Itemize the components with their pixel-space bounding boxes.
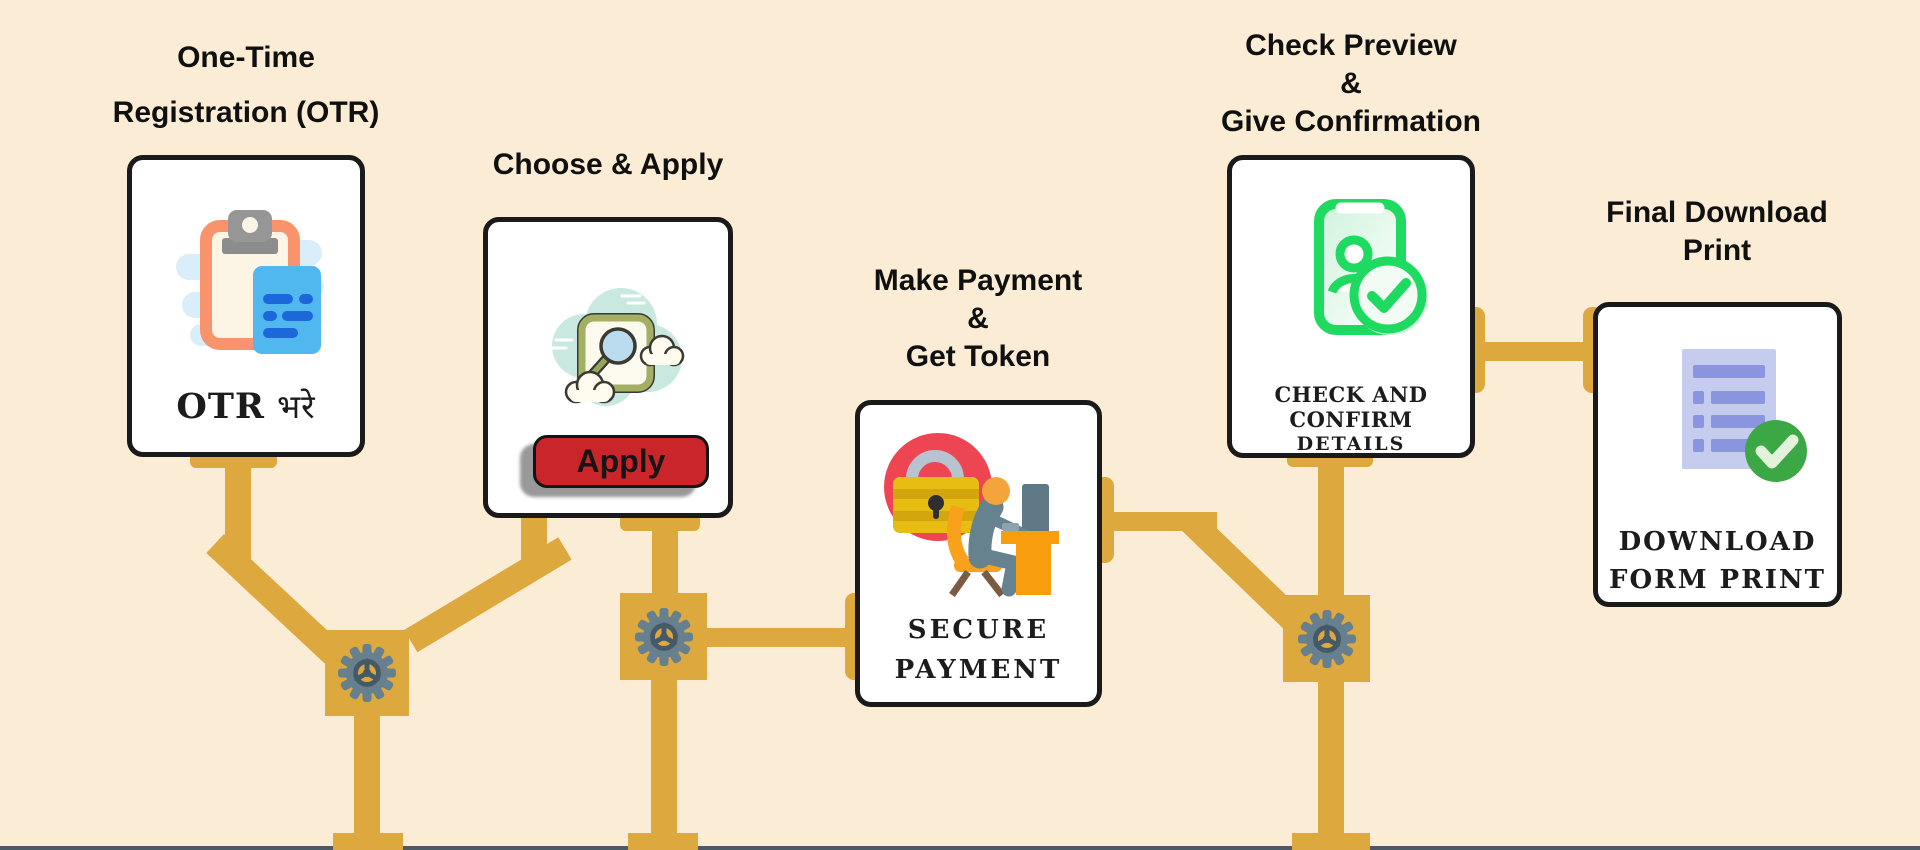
card5-caption: DOWNLOAD FORM PRINT: [1609, 527, 1826, 595]
card4-caption: CHECK AND CONFIRM DETAILS: [1274, 382, 1428, 455]
secure-payment-icon: [880, 429, 1060, 604]
step2-title: Choose & Apply: [492, 148, 724, 181]
pipe-card4-card5: [1480, 342, 1598, 361]
step5-title: Final Download Print: [1606, 196, 1828, 267]
bottom-edge-strip: [0, 846, 1920, 850]
gear-junction-3: [1283, 595, 1370, 682]
card-choose-apply: Apply: [483, 217, 733, 518]
apply-button[interactable]: Apply: [533, 435, 709, 488]
gear-icon: [338, 644, 396, 702]
search-cloud-icon: [526, 274, 696, 429]
pipe-gear2-down: [651, 678, 677, 835]
card1-caption: OTR भरे: [132, 383, 360, 428]
caption-bhare: भरे: [276, 387, 316, 426]
pipe-gear1-down: [354, 714, 380, 836]
pipe-foot-2: [628, 833, 698, 850]
gear-junction-2: [620, 593, 707, 680]
pipe-foot-1: [333, 833, 403, 850]
pipe-foot-3: [1292, 833, 1370, 850]
card3-caption: SECURE PAYMENT: [894, 615, 1063, 685]
card-secure-payment: SECURE PAYMENT: [855, 400, 1102, 707]
phone-confirm-icon: [1286, 196, 1436, 351]
gear-icon: [634, 607, 693, 666]
gear-junction-1: [325, 630, 409, 716]
caption-otr: OTR: [176, 386, 265, 427]
clipboard-icon: [168, 196, 328, 361]
step3-title: Make Payment & Get Token: [873, 264, 1083, 373]
step1-title: One-Time Registration (OTR): [112, 41, 380, 129]
gear-icon: [1297, 609, 1356, 668]
document-check-icon: [1662, 339, 1812, 494]
card-check-confirm: CHECK AND CONFIRM DETAILS: [1227, 155, 1475, 458]
pipe-card2-right-down: [652, 518, 678, 598]
pipe-gear3-down: [1318, 680, 1344, 835]
step4-title: Check Preview & Give Confirmation: [1220, 29, 1482, 138]
pipe-diagonal-card2-gear1: [404, 537, 572, 653]
card-download-print: DOWNLOAD FORM PRINT: [1593, 302, 1842, 607]
card-one-time-registration: OTR भरे: [127, 155, 365, 457]
pipe-gear3-up: [1318, 458, 1344, 598]
pipe-gear2-card3: [707, 628, 853, 647]
apply-button-label: Apply: [576, 443, 666, 479]
